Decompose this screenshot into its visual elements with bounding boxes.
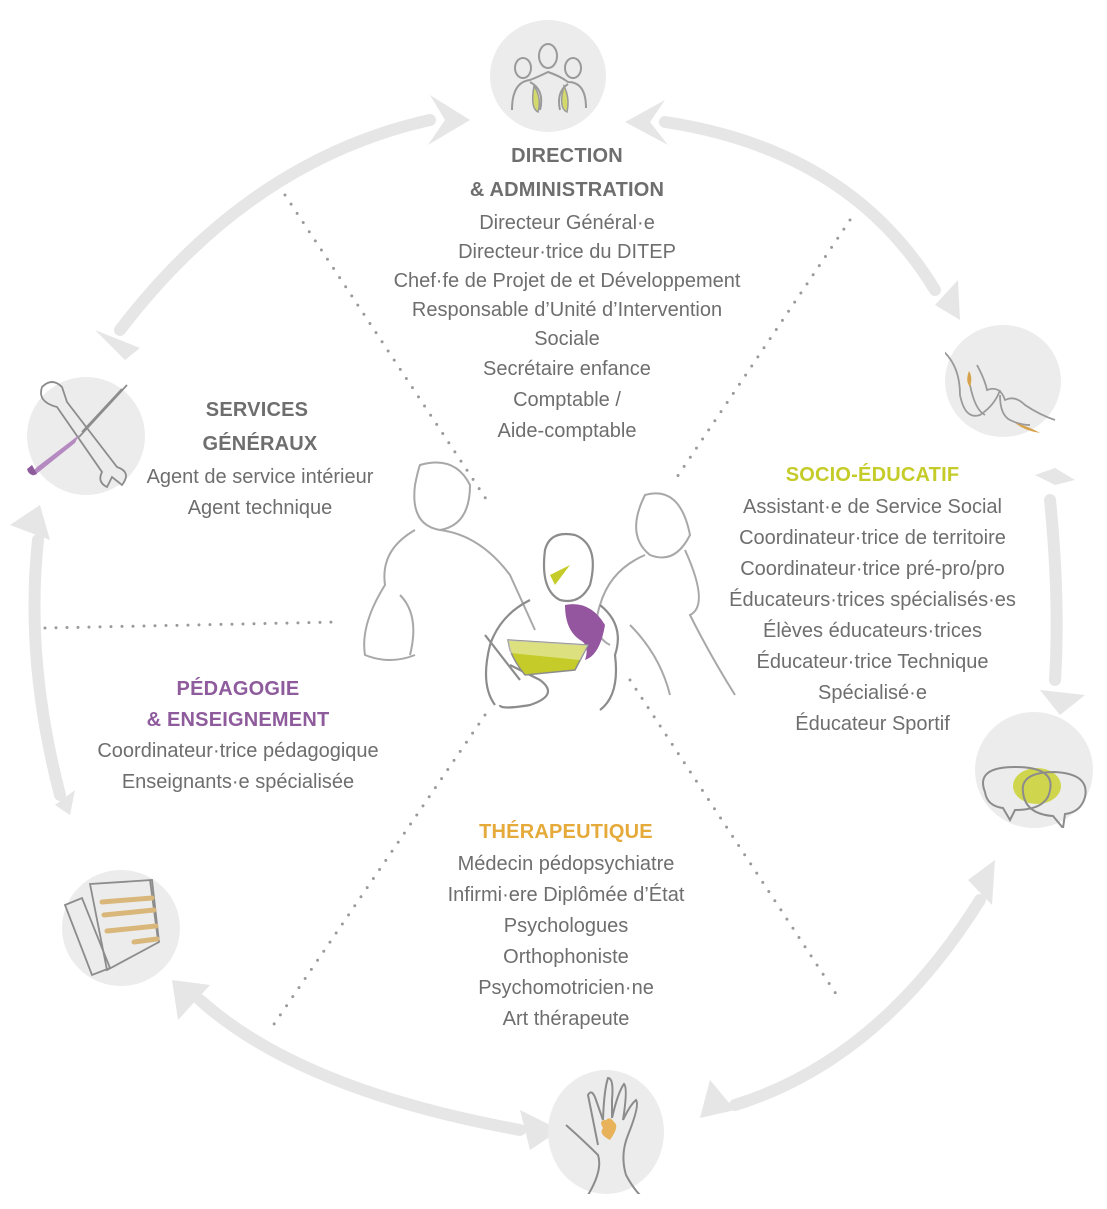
services-item: Agent de service intérieur	[146, 466, 374, 488]
pedagogie-heading-line2: & ENSEIGNEMENT	[146, 709, 330, 731]
separator-top-left	[283, 193, 492, 507]
services-icon-circle	[27, 377, 145, 495]
services-heading-line1: SERVICES	[205, 399, 309, 421]
direction-item: Aide-comptable	[497, 420, 637, 442]
separator-bottom-left	[268, 713, 487, 1032]
arrowhead-services	[95, 330, 140, 360]
pedagogie-heading-line1: PÉDAGOGIE	[176, 678, 300, 700]
therapy-icon-circle	[548, 1070, 664, 1194]
socio-educatif-item: Spécialisé·e	[818, 682, 927, 704]
direction-icon-circle	[490, 20, 606, 132]
pedagogie-item: Enseignants·e spécialisée	[121, 771, 355, 793]
arrowhead-hand-right	[520, 1110, 560, 1150]
holding-hands-icon	[945, 351, 1056, 433]
separator-left	[43, 620, 342, 630]
direction-item: Responsable d’Unité d’Intervention	[411, 299, 723, 321]
direction-item: Secrétaire enfance	[483, 358, 651, 380]
therapeutique-heading: THÉRAPEUTIQUE	[479, 821, 653, 843]
direction-heading-line2: & ADMINISTRATION	[469, 179, 665, 201]
socio-educatif-item: Coordinateur·trice pré-pro/pro	[740, 558, 1005, 580]
socio-educatif-item: Éducateur·trice Technique	[756, 651, 989, 673]
therapeutique-item: Orthophoniste	[503, 946, 629, 968]
arrow-right-vertical	[1044, 494, 1063, 686]
arrowhead-direction-left	[428, 95, 470, 145]
therapeutique-item: Médecin pédopsychiatre	[457, 853, 675, 875]
arrow-direction-to-socio	[659, 116, 941, 296]
socio-educatif-item: Coordinateur·trice de territoire	[739, 527, 1006, 549]
separator-bottom-right	[628, 678, 842, 1002]
arrowhead-bubbles-top	[968, 860, 995, 905]
socio-educatif-item: Élèves éducateurs·trices	[763, 620, 982, 642]
direction-item: Chef·fe de Projet de et Développement	[393, 270, 741, 292]
therapeutique-item: Infirmi·ere Diplômée d’État	[447, 884, 685, 906]
section-pedagogie: PÉDAGOGIE & ENSEIGNEMENT Coordinateur·tr…	[68, 674, 408, 798]
direction-item: Directeur Général·e	[479, 212, 655, 234]
section-direction: DIRECTION & ADMINISTRATION Directeur Gén…	[357, 139, 777, 447]
arrowhead-left-bottom	[55, 790, 75, 815]
direction-heading-line1: DIRECTION	[511, 145, 623, 167]
speech-bubbles-icon	[982, 765, 1087, 828]
speech-icon-circle	[975, 712, 1093, 828]
arrow-hand-to-documents	[194, 994, 526, 1136]
family-illustration	[363, 461, 736, 711]
section-socio-educatif: SOCIO-ÉDUCATIF Assistant·e de Service So…	[690, 458, 1055, 740]
arrow-services-to-direction	[114, 114, 436, 336]
direction-item: Directeur·trice du DITEP	[458, 241, 676, 263]
socio-educatif-item: Assistant·e de Service Social	[742, 496, 1002, 518]
socio-educatif-heading: SOCIO-ÉDUCATIF	[785, 464, 960, 486]
section-services-generaux: SERVICES GÉNÉRAUX Agent de service intér…	[120, 393, 400, 524]
pedagogie-item: Coordinateur·trice pédagogique	[97, 740, 379, 762]
arrow-bubbles-to-hand	[729, 894, 986, 1111]
services-heading-line2: GÉNÉRAUX	[202, 433, 318, 455]
arrowhead-right-top	[1035, 468, 1075, 485]
therapeutique-item: Art thérapeute	[502, 1008, 630, 1030]
socio-educatif-item: Éducateur Sportif	[795, 713, 950, 735]
arrowhead-direction-right	[625, 100, 668, 145]
direction-item: Sociale	[534, 328, 600, 350]
socio-icon-circle	[945, 325, 1061, 437]
direction-item: Comptable /	[513, 389, 621, 411]
documents-icon	[63, 879, 160, 977]
arrowhead-socio	[935, 280, 960, 320]
pedagogy-icon-circle	[62, 870, 180, 986]
arrowhead-hand-left	[700, 1080, 735, 1118]
hand-heart-icon	[565, 1076, 641, 1194]
tools-icon	[27, 381, 128, 489]
group-people-icon	[511, 43, 587, 114]
arrow-left-vertical	[28, 534, 66, 801]
arrowhead-right-bottom	[1040, 690, 1085, 715]
therapeutique-item: Psychomotricien·ne	[478, 977, 654, 999]
socio-educatif-item: Éducateurs·trices spécialisés·es	[729, 589, 1016, 611]
therapeutique-item: Psychologues	[503, 915, 629, 937]
arrowhead-documents	[172, 980, 210, 1020]
section-therapeutique: THÉRAPEUTIQUE Médecin pédopsychiatre Inf…	[416, 815, 716, 1035]
services-item: Agent technique	[187, 497, 333, 519]
arrowhead-tools	[10, 505, 50, 540]
